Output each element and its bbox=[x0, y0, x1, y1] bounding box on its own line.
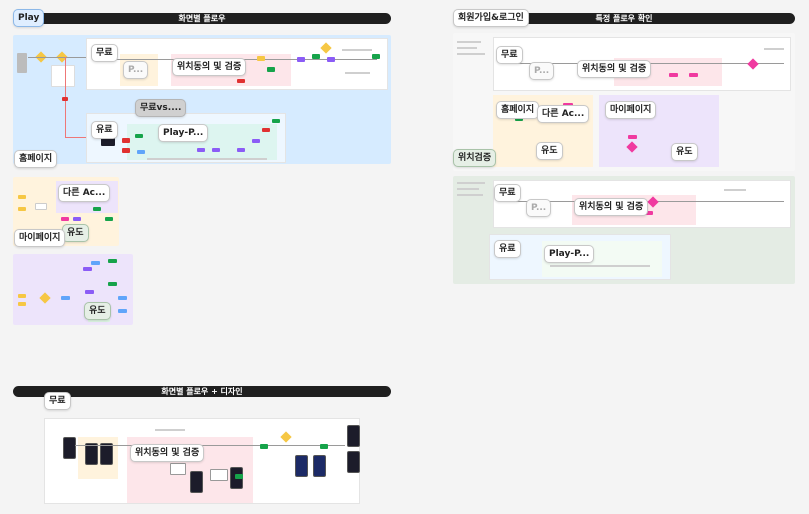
label-p-dots[interactable]: P... bbox=[123, 61, 149, 79]
signup-login-tag[interactable]: 회원가입&로그인 bbox=[453, 9, 529, 27]
label-mypage[interactable]: 마이페이지 bbox=[605, 101, 657, 119]
label-guide-signup-1[interactable]: 유도 bbox=[536, 142, 563, 160]
play-tag[interactable]: Play bbox=[13, 9, 45, 27]
homepage-tag[interactable]: 홈페이지 bbox=[14, 150, 58, 168]
label-play-p[interactable]: Play-P... bbox=[158, 124, 209, 142]
mypage-tag[interactable]: 마이페이지 bbox=[14, 229, 66, 247]
label-p-dots-location[interactable]: P... bbox=[526, 199, 552, 217]
label-free[interactable]: 무료 bbox=[91, 44, 118, 62]
label-guide-mypage[interactable]: 유도 bbox=[84, 302, 111, 320]
title-screen-flow: 화면별 플로우 bbox=[178, 14, 226, 23]
label-location-consent-signup[interactable]: 위치동의 및 검증 bbox=[577, 60, 652, 78]
label-free-location[interactable]: 무료 bbox=[494, 184, 521, 202]
design-board bbox=[44, 418, 360, 504]
label-paid-location[interactable]: 유료 bbox=[494, 240, 521, 258]
title-design: 화면별 플로우 + 디자인 bbox=[161, 387, 243, 396]
location-verify-tag[interactable]: 위치검증 bbox=[453, 149, 497, 167]
section-mypage bbox=[13, 254, 133, 325]
section-play bbox=[13, 35, 391, 164]
flow-board-free bbox=[86, 38, 388, 90]
label-free-signup[interactable]: 무료 bbox=[496, 46, 523, 64]
design-free-tag[interactable]: 무료 bbox=[44, 392, 71, 410]
title-flow-check: 특정 플로우 확인 bbox=[595, 14, 653, 23]
label-other-ac-signup[interactable]: 다른 Ac... bbox=[537, 105, 590, 123]
title-bar-flow-check: 특정 플로우 확인 bbox=[453, 13, 795, 24]
label-free-vs[interactable]: 무료vs.... bbox=[135, 99, 187, 117]
label-p-dots-signup[interactable]: P... bbox=[529, 62, 555, 80]
label-paid[interactable]: 유료 bbox=[91, 121, 118, 139]
label-guide-signup-2[interactable]: 유도 bbox=[671, 143, 698, 161]
label-homepage[interactable]: 홈페이지 bbox=[496, 101, 540, 119]
label-location-consent-design[interactable]: 위치동의 및 검증 bbox=[130, 444, 205, 462]
label-other-ac[interactable]: 다른 Ac... bbox=[58, 184, 111, 202]
label-location-consent[interactable]: 위치동의 및 검증 bbox=[172, 58, 247, 76]
title-bar-design: 화면별 플로우 + 디자인 bbox=[13, 386, 391, 397]
title-bar-screen-flow: 화면별 플로우 bbox=[13, 13, 391, 24]
label-guide-home[interactable]: 유도 bbox=[62, 224, 89, 242]
label-play-p-location[interactable]: Play-P... bbox=[544, 245, 595, 263]
label-location-consent-location[interactable]: 위치동의 및 검증 bbox=[574, 198, 649, 216]
